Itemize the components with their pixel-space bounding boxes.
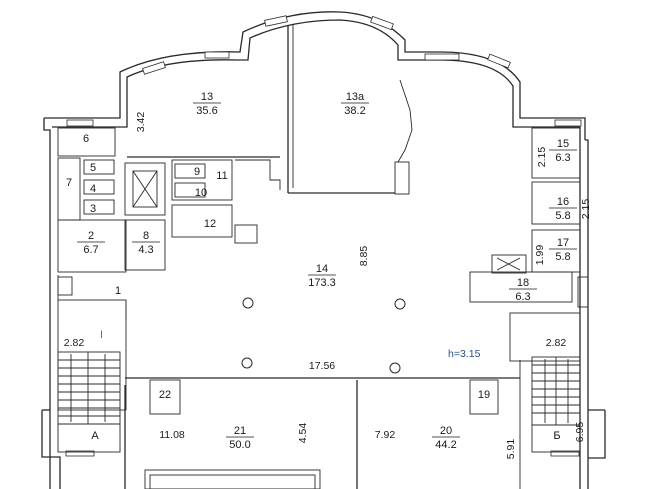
room-13а: 13а 38.2 [341, 91, 369, 117]
room-1: 1 [115, 285, 121, 297]
room-19: 19 [478, 389, 490, 401]
room-number: 6 [83, 133, 89, 145]
room-area: 4.3 [138, 244, 153, 256]
room-number: 19 [478, 389, 490, 401]
room-7: 7 [66, 177, 72, 189]
dimension-label: 3.42 [135, 112, 147, 133]
room-number: 22 [159, 389, 171, 401]
room-18: 186.3 [509, 277, 537, 303]
columns [241, 297, 406, 374]
room-10: 10 [195, 187, 207, 199]
room-17: 175.8 [549, 237, 577, 263]
room-area: 173.3 [308, 277, 336, 289]
room-number: 8 [143, 230, 149, 242]
dimension-label: 8.85 [358, 246, 370, 267]
room-area: 50.0 [229, 439, 250, 451]
stair-label: А [91, 430, 99, 442]
room-number: 18 [517, 277, 529, 289]
room-area: 38.2 [344, 105, 365, 117]
room-number: 10 [195, 187, 207, 199]
dimension-label: 1.99 [534, 245, 546, 266]
room-21: 21 50.0 [226, 425, 254, 451]
dimension-label: 6.95 [574, 422, 586, 443]
room-area: 44.2 [435, 439, 456, 451]
room-14: 14 173.3 [308, 263, 336, 289]
dimension-label: 4.54 [297, 423, 309, 444]
room-number: 21 [234, 425, 246, 437]
ceiling-height-label: h=3.15 [448, 348, 481, 360]
room-3: 3 [90, 203, 96, 215]
room-11: 11 [216, 170, 227, 182]
room-area: 6.3 [515, 291, 530, 303]
dimension-label: 2.15 [536, 147, 548, 168]
room-area: 5.8 [555, 210, 570, 222]
dimension-labels: 3.42 8.85 17.56 2.82 2.82 2.15 2.15 1.99 11.08 4.… [64, 112, 592, 460]
room-number: 20 [440, 425, 452, 437]
dimension-label: 17.56 [309, 360, 335, 372]
room-number: 9 [194, 166, 200, 178]
room-number: 13а [346, 91, 365, 103]
room-number: 2 [88, 230, 94, 242]
windows [65, 15, 582, 457]
room-number: 4 [90, 183, 96, 195]
room-13: 13 35.6 [193, 91, 221, 117]
room-labels: 126.73456784.391011121335.613а38.214173.… [66, 91, 577, 451]
room-8: 84.3 [132, 230, 160, 256]
room-5: 5 [90, 162, 96, 174]
dimension-label: 11.08 [159, 429, 185, 441]
room-22: 22 [159, 389, 171, 401]
dimension-label: 2.82 [546, 337, 567, 349]
room-area: 5.8 [555, 251, 570, 263]
room-6: 6 [83, 133, 89, 145]
room-number: 7 [66, 177, 72, 189]
room-16: 165.8 [549, 196, 577, 222]
room-number: 1 [115, 285, 121, 297]
room-area: 6.7 [83, 244, 98, 256]
dimension-label: 2.15 [580, 199, 592, 220]
room-number: 5 [90, 162, 96, 174]
room-number: 13 [201, 91, 213, 103]
room-number: 11 [216, 170, 227, 182]
stair-label: Б [553, 430, 560, 442]
dimension-label: 5.91 [505, 439, 517, 460]
interior-walls [57, 25, 589, 489]
room-20: 20 44.2 [432, 425, 460, 451]
room-2: 26.7 [77, 230, 105, 256]
stairs-right [531, 356, 581, 426]
room-number: 12 [204, 218, 216, 230]
room-number: 17 [557, 237, 569, 249]
room-number: 16 [557, 196, 569, 208]
room-area: 6.3 [555, 152, 570, 164]
room-15: 156.3 [549, 138, 577, 164]
stairs-left [58, 352, 120, 424]
room-number: 3 [90, 203, 96, 215]
entrance-mark: I [100, 329, 103, 341]
room-4: 4 [90, 183, 96, 195]
room-area: 35.6 [196, 105, 217, 117]
dimension-label: 7.92 [375, 429, 396, 441]
room-12: 12 [204, 218, 216, 230]
room-9: 9 [194, 166, 200, 178]
room-number: 15 [557, 138, 569, 150]
room-number: 14 [316, 263, 328, 275]
dimension-label: 2.82 [64, 337, 85, 349]
